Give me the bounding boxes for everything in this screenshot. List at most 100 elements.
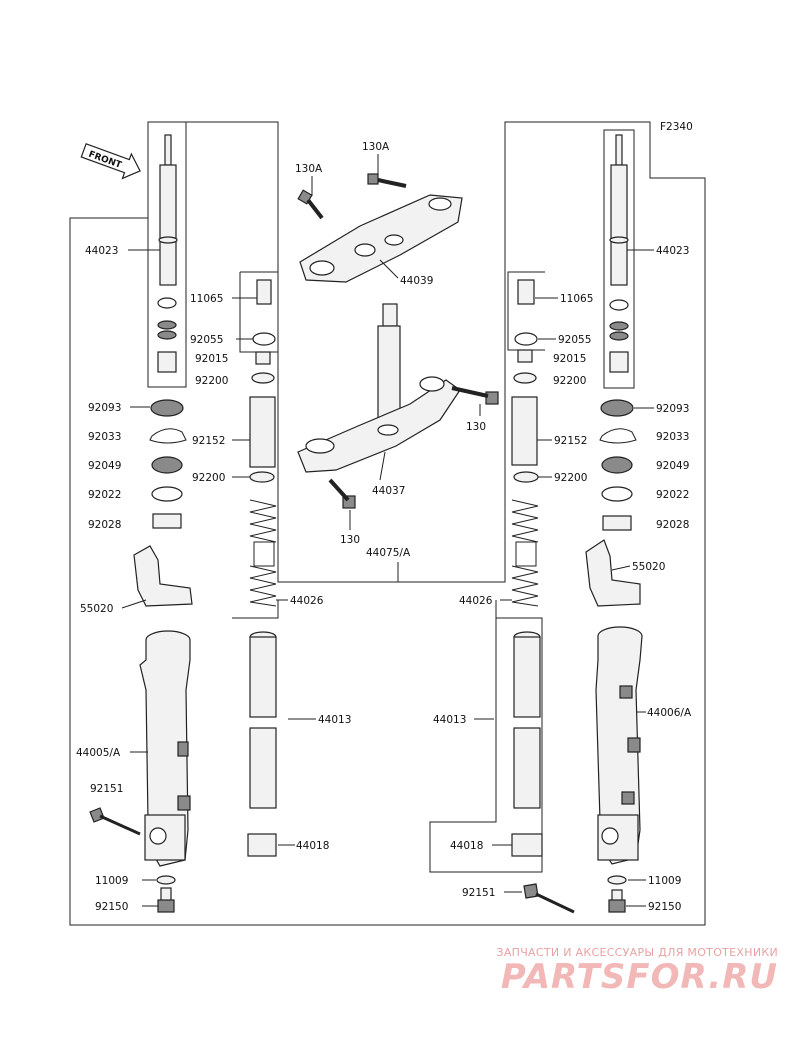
right-washer-11009 <box>607 875 627 885</box>
right-bushing-44018 <box>511 833 543 857</box>
right-inner-tube-44013 <box>513 631 541 809</box>
left-washer-92200b <box>249 471 275 483</box>
left-damper-rod <box>157 134 178 373</box>
l-92049: 92049 <box>88 460 121 472</box>
r-92022: 92022 <box>656 489 689 501</box>
l-92200b: 92200 <box>192 472 225 484</box>
steering-stem <box>377 303 401 431</box>
right-washer-92200a <box>513 372 537 384</box>
r-44006: 44006/A <box>647 707 692 719</box>
left-bolt-92150 <box>157 887 175 913</box>
upper-bracket-44039 <box>299 194 463 283</box>
left-bolt-92151 <box>89 807 141 836</box>
l-44026: 44026 <box>290 595 324 607</box>
l-92033: 92033 <box>88 431 121 443</box>
r-92150: 92150 <box>648 901 681 913</box>
r-92200b: 92200 <box>554 472 587 484</box>
left-nut-92015 <box>255 351 271 365</box>
c-130-a: 130 <box>466 421 486 433</box>
r-11065: 11065 <box>560 293 593 305</box>
l-92022: 92022 <box>88 489 121 501</box>
right-seal-92093 <box>600 399 634 417</box>
r-44018: 44018 <box>450 840 483 852</box>
diagram-code: F2340 <box>660 121 693 133</box>
right-washer-92200b <box>513 471 539 483</box>
r-92055: 92055 <box>558 334 591 346</box>
r-92033: 92033 <box>656 431 689 443</box>
right-clip-92033 <box>599 428 637 444</box>
r-92015: 92015 <box>553 353 586 365</box>
l-92150: 92150 <box>95 901 128 913</box>
right-seal-92049 <box>601 456 633 474</box>
left-seal-92049 <box>151 456 183 474</box>
right-bolt-92150 <box>608 889 626 913</box>
r-92028: 92028 <box>656 519 689 531</box>
left-guard-55020 <box>133 545 193 607</box>
right-cap-bolt <box>514 279 538 346</box>
left-washer-92200a <box>251 372 275 384</box>
r-55020: 55020 <box>632 561 665 573</box>
r-92093: 92093 <box>656 403 689 415</box>
l-92151: 92151 <box>90 783 123 795</box>
c-44037: 44037 <box>372 485 405 497</box>
r-92152: 92152 <box>554 435 587 447</box>
r-92151: 92151 <box>462 887 495 899</box>
right-spring-44026 <box>511 499 539 607</box>
right-bolt-92151 <box>523 883 575 914</box>
l-92152: 92152 <box>192 435 225 447</box>
lower-bolt-130-b <box>328 478 356 509</box>
c-130A-a: 130A <box>295 163 323 175</box>
left-damper-box <box>147 121 187 388</box>
left-clip-92033 <box>149 428 187 444</box>
left-washer-11009 <box>156 875 176 885</box>
watermark-logo: PARTSFOR.RU <box>500 957 778 997</box>
r-44013: 44013 <box>433 714 466 726</box>
l-92055: 92055 <box>190 334 223 346</box>
c-44039: 44039 <box>400 275 433 287</box>
l-11009: 11009 <box>95 875 128 887</box>
left-spring-44026 <box>249 499 277 607</box>
watermark-tagline: ЗАПЧАСТИ И АКСЕССУАРЫ ДЛЯ МОТОТЕХНИКИ <box>496 946 778 959</box>
left-inner-tube-44013 <box>249 631 277 809</box>
r-92200a: 92200 <box>553 375 586 387</box>
left-washer-92022 <box>151 486 183 502</box>
right-nut-92015 <box>517 349 533 363</box>
left-cap-bolt <box>252 279 276 346</box>
r-44026: 44026 <box>459 595 493 607</box>
l-55020: 55020 <box>80 603 113 615</box>
l-11065: 11065 <box>190 293 223 305</box>
l-44023: 44023 <box>85 245 118 257</box>
frame-outline <box>69 121 706 926</box>
lower-bolt-130-a <box>451 386 499 405</box>
left-spacer-92152 <box>249 396 276 468</box>
left-seal-92093 <box>150 399 184 417</box>
lower-bracket-44037 <box>297 379 461 473</box>
left-bushing-44018 <box>247 833 277 857</box>
upper-bolt-130A-b <box>367 173 407 188</box>
upper-bolt-130A-a <box>297 189 324 220</box>
r-11009: 11009 <box>648 875 681 887</box>
right-outer-tube <box>595 626 643 865</box>
right-spacer-92152 <box>511 396 538 466</box>
front-arrow-icon: FRONT <box>80 143 141 180</box>
l-92093: 92093 <box>88 402 121 414</box>
c-130A-b: 130A <box>362 141 390 153</box>
right-damper-rod <box>609 134 629 373</box>
watermark: ЗАПЧАСТИ И АКСЕССУАРЫ ДЛЯ МОТОТЕХНИКИ PA… <box>496 946 778 997</box>
l-44005: 44005/A <box>76 747 121 759</box>
right-bushing-92028 <box>602 515 632 531</box>
l-92015: 92015 <box>195 353 228 365</box>
r-44023: 44023 <box>656 245 689 257</box>
left-bushing-92028 <box>152 513 182 529</box>
left-outer-tube <box>139 630 191 867</box>
right-damper-box <box>603 129 635 389</box>
l-44013: 44013 <box>318 714 351 726</box>
r-92049: 92049 <box>656 460 689 472</box>
c-44075: 44075/A <box>366 547 411 559</box>
l-92028: 92028 <box>88 519 121 531</box>
right-guard-55020 <box>585 539 641 607</box>
l-92200a: 92200 <box>195 375 228 387</box>
l-44018: 44018 <box>296 840 329 852</box>
